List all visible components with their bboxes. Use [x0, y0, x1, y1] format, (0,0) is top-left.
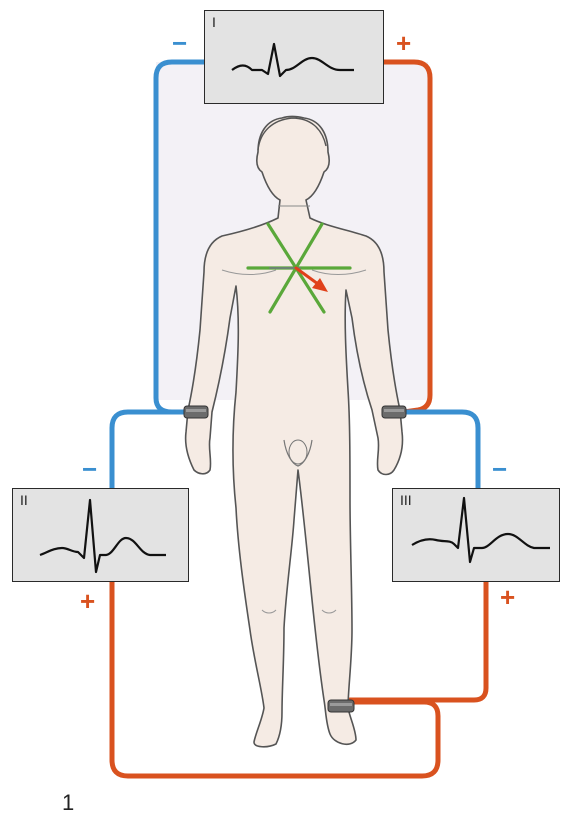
- lead-III-plus-sign: +: [500, 584, 515, 610]
- wrist-electrode-icon: [382, 406, 406, 418]
- lead-I-minus-sign: −: [172, 30, 187, 56]
- figure-number: 1: [62, 790, 74, 816]
- lead-II-minus-sign: −: [82, 456, 97, 482]
- lead-III-label: III: [400, 492, 412, 508]
- lead-III-box: III: [392, 488, 560, 582]
- wire-lead-III-positive: [350, 582, 486, 700]
- ankle-electrode-icon: [328, 700, 354, 712]
- lead-II-box: II: [12, 488, 189, 582]
- lead-II-plus-sign: +: [80, 588, 95, 614]
- wire-lead-III-negative: [404, 412, 478, 488]
- lead-I-box: I: [204, 10, 384, 104]
- lead-II-label: II: [20, 492, 28, 508]
- lead-I-plus-sign: +: [396, 30, 411, 56]
- wire-lead-II-negative: [112, 412, 186, 488]
- lead-I-label: I: [212, 14, 216, 30]
- lead-III-minus-sign: −: [492, 456, 507, 482]
- wrist-electrode-icon: [184, 406, 208, 418]
